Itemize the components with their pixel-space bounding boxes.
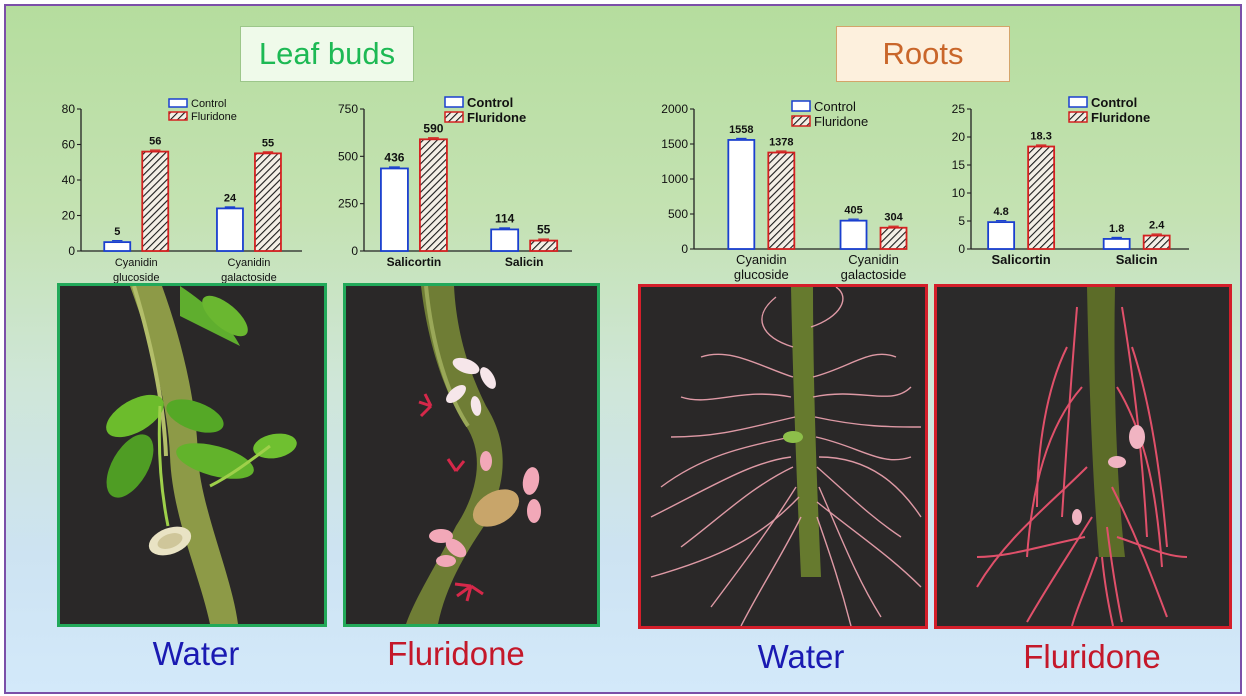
y-tick-label: 750 xyxy=(338,102,358,116)
fluridone-bar xyxy=(419,138,448,252)
data-label: 18.3 xyxy=(1030,131,1051,143)
control-bar xyxy=(380,167,409,252)
y-tick-label: 1500 xyxy=(661,137,688,151)
y-tick-label: 5 xyxy=(958,214,965,228)
data-label: 2.4 xyxy=(1149,220,1165,232)
leaf-buds-title: Leaf buds xyxy=(240,26,414,82)
fluridone-bar xyxy=(1027,145,1056,250)
control-bar xyxy=(1102,238,1131,250)
data-label: 1378 xyxy=(769,137,793,149)
y-tick-label: 0 xyxy=(351,244,358,258)
root-fluridone-caption: Fluridone xyxy=(1023,638,1161,675)
y-tick-label: 0 xyxy=(958,242,965,256)
y-tick-label: 1000 xyxy=(661,172,688,186)
fluridone-bar xyxy=(529,239,559,252)
y-tick-label: 60 xyxy=(62,138,76,152)
data-label: 24 xyxy=(224,192,237,204)
data-label: 1.8 xyxy=(1109,223,1124,235)
y-tick-label: 0 xyxy=(68,244,75,258)
control-bar xyxy=(216,207,244,252)
leaf-water-photo xyxy=(57,283,327,627)
control-bar xyxy=(839,219,868,250)
category-label: Salicortin xyxy=(387,255,442,269)
data-label: 1558 xyxy=(729,124,753,136)
legend-control-label: Control xyxy=(1091,95,1137,110)
y-tick-label: 15 xyxy=(952,158,966,172)
y-tick-label: 0 xyxy=(681,242,688,256)
y-tick-label: 500 xyxy=(338,149,358,163)
y-tick-label: 10 xyxy=(952,186,966,200)
y-tick-label: 2000 xyxy=(661,102,688,116)
y-tick-label: 20 xyxy=(952,130,966,144)
data-label: 56 xyxy=(149,136,161,148)
category-label: Salicortin xyxy=(992,252,1051,267)
fluridone-bar xyxy=(879,226,908,250)
legend-control-swatch xyxy=(1068,96,1088,108)
legend-fluridone-swatch xyxy=(168,111,188,121)
data-label: 304 xyxy=(884,212,903,224)
root-water-photo xyxy=(638,284,928,629)
y-tick-label: 25 xyxy=(952,102,966,116)
y-tick-label: 250 xyxy=(338,197,358,211)
legend-fluridone-label: Fluridone xyxy=(1091,110,1150,125)
legend-fluridone-swatch xyxy=(1068,111,1088,123)
data-label: 436 xyxy=(384,150,404,164)
legend-fluridone-label: Fluridone xyxy=(814,114,868,129)
legend-control-swatch xyxy=(168,98,188,108)
leaf-fluridone-photo xyxy=(343,283,600,627)
data-label: 55 xyxy=(262,137,274,149)
data-label: 5 xyxy=(114,226,120,238)
control-bar xyxy=(490,228,520,252)
legend-control-label: Control xyxy=(814,99,856,114)
legend-fluridone-label: Fluridone xyxy=(467,110,526,125)
y-tick-label: 500 xyxy=(668,207,688,221)
fluridone-bar xyxy=(141,150,170,252)
data-label: 55 xyxy=(537,223,551,237)
category-label: Salicin xyxy=(1116,252,1158,267)
fluridone-bar xyxy=(767,151,796,250)
legend-control-swatch xyxy=(791,100,811,112)
legend-control-label: Control xyxy=(467,95,513,110)
data-label: 114 xyxy=(495,211,515,225)
roots-title: Roots xyxy=(836,26,1010,82)
root-water-caption: Water xyxy=(757,638,845,675)
y-tick-label: 20 xyxy=(62,209,76,223)
y-tick-label: 40 xyxy=(62,173,76,187)
category-label: Salicin xyxy=(505,255,544,269)
legend-fluridone-swatch xyxy=(444,111,464,123)
data-label: 405 xyxy=(844,205,862,217)
root-fluridone-photo xyxy=(934,284,1232,629)
control-bar xyxy=(987,221,1016,250)
y-tick-label: 80 xyxy=(62,102,76,116)
leaf-water-caption: Water xyxy=(152,635,240,672)
legend-control-label: Control xyxy=(191,98,226,110)
leaf-fluridone-caption: Fluridone xyxy=(387,635,525,672)
legend-fluridone-label: Fluridone xyxy=(191,111,237,123)
fluridone-bar xyxy=(254,152,282,252)
control-bar xyxy=(727,139,756,250)
data-label: 590 xyxy=(423,121,443,135)
legend-fluridone-swatch xyxy=(791,115,811,127)
data-label: 4.8 xyxy=(993,206,1008,218)
control-bar xyxy=(103,241,132,252)
fluridone-bar xyxy=(1142,234,1171,250)
legend-control-swatch xyxy=(444,96,464,108)
